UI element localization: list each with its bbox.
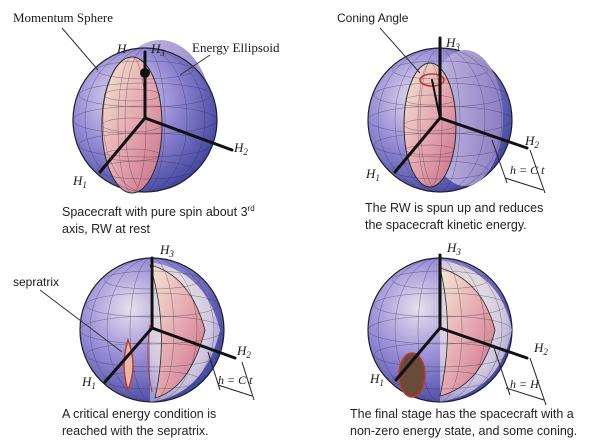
ellipsoid-leader-line	[179, 54, 211, 76]
label-momentum-sphere: Momentum Sphere	[13, 10, 113, 25]
axes	[394, 253, 529, 382]
caption-line: reached with the sepratrix.	[62, 424, 209, 438]
caption-line: A critical energy condition is	[62, 407, 217, 421]
energy-ellipsoid	[403, 62, 457, 188]
axis-h1	[103, 326, 154, 384]
panel-bottom-left: sepratrix H3 H2 H1 h = C t	[13, 242, 255, 403]
coning-leader-line	[379, 27, 421, 74]
sepratrix-leader-line	[39, 289, 123, 353]
label-h1: H1	[81, 374, 96, 391]
label-h2: H2	[533, 340, 548, 357]
panel-top-right: Coning Angle H3 H2 H1 h = C t	[337, 11, 546, 194]
caption-line: the spacecraft kinetic energy.	[365, 218, 527, 232]
label-h1: H1	[365, 166, 380, 183]
label-h2: H2	[236, 343, 251, 360]
label-h2: H2	[524, 133, 539, 150]
axes	[98, 50, 234, 174]
caption-bottom-right: The final stage has the spacecraft with …	[350, 406, 577, 440]
sphere-leader-line	[61, 27, 99, 71]
label-h-equals-ct: h = C t	[218, 373, 253, 387]
caption-line: Spacecraft with pure spin about 3rd	[62, 204, 255, 220]
label-h3: H3	[445, 35, 460, 52]
label-h-equals-ct: h = C t	[510, 163, 545, 177]
label-h3: H3	[159, 242, 174, 259]
caption-line: The final stage has the spacecraft with …	[350, 407, 574, 421]
caption-line: The RW is spun up and reduces	[365, 201, 544, 215]
label-h3: H3	[446, 240, 461, 257]
caption-top-right: The RW is spun up and reduces the spacec…	[365, 200, 543, 234]
label-energy-ellipsoid: Energy Ellipsoid	[192, 40, 280, 55]
wheel-momentum-bracket	[207, 351, 255, 401]
axis-h1	[393, 116, 442, 174]
panel-bottom-right: H3 H2 H1 h = H	[367, 240, 548, 406]
label-h3: H3	[150, 41, 165, 58]
axes	[103, 256, 237, 384]
axis-h2	[143, 116, 234, 152]
panel-top-left: Momentum Sphere Energy Ellipsoid H H3 H2…	[13, 10, 280, 194]
axis-h1	[98, 116, 147, 174]
caption-bottom-left: A critical energy condition is reached w…	[62, 406, 216, 440]
label-h2: H2	[233, 140, 248, 157]
wheel-momentum-bracket	[493, 347, 547, 406]
coning-trajectory	[419, 73, 445, 87]
label-h-equals-big-h: h = H	[510, 377, 540, 391]
momentum-vector	[431, 79, 441, 119]
wheel-momentum-bracket	[491, 139, 546, 194]
momentum-vector-cap	[140, 68, 150, 78]
axes	[393, 36, 529, 174]
caption-top-left: Spacecraft with pure spin about 3rd axis…	[62, 200, 255, 238]
axis-h2	[150, 326, 237, 360]
label-h: H	[116, 41, 127, 56]
caption-line: non-zero energy state, and some coning.	[350, 424, 578, 438]
axis-h2	[438, 326, 529, 360]
axis-h1	[394, 326, 442, 382]
axis-h2	[438, 116, 529, 150]
label-coning-angle: Coning Angle	[337, 11, 409, 25]
label-h1: H1	[369, 371, 384, 388]
label-sepratrix: sepratrix	[13, 275, 59, 289]
caption-line: axis, RW at rest	[62, 222, 150, 237]
label-h1: H1	[72, 173, 87, 190]
